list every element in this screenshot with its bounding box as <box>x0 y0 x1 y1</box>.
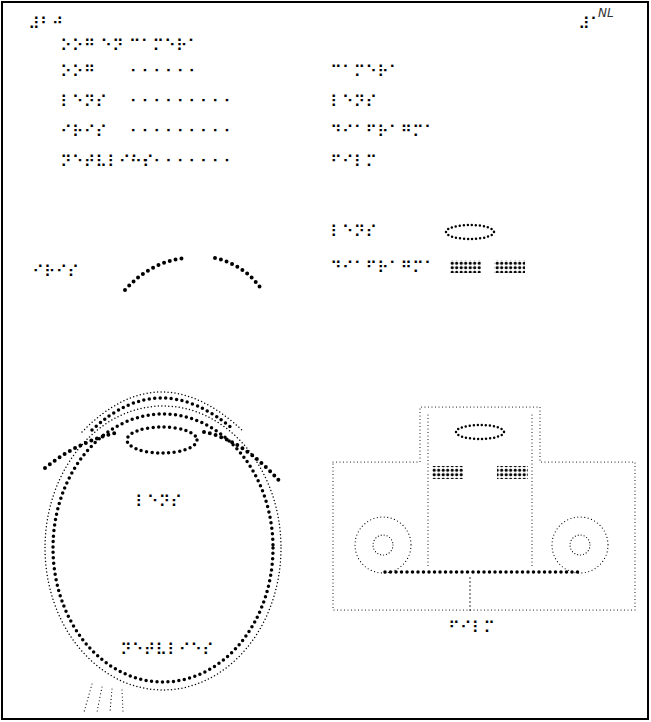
camera-diaphragm <box>432 466 463 479</box>
key-heading: ⠕⠕⠛ <box>60 62 95 81</box>
label-text: ⠝⠑⠞⠧⠇⠊⠑⠎ <box>120 640 214 659</box>
label-text: ⠐⠐⠐⠐⠐⠐ <box>125 62 195 81</box>
title-text: ⠕⠕⠛ ⠑⠝ ⠉⠁⠍⠑⠗⠁ <box>60 36 199 55</box>
label-text: ⠼⠃⠚ <box>28 14 63 33</box>
label-text: ⠐⠐⠐⠐⠐⠐⠐⠐⠐ <box>125 92 230 111</box>
label-text: ⠇⠑⠝⠎ <box>330 92 377 111</box>
diaphragm-symbol <box>494 260 525 273</box>
label-text: ⠙⠊⠁⠋⠗⠁⠛⠍⠁ <box>330 122 435 141</box>
label-text: ⠙⠊⠁⠋⠗⠁⠛⠍⠁ <box>330 258 435 277</box>
label-text: ⠇⠑⠝⠎ <box>330 222 377 241</box>
leader-line <box>469 578 471 612</box>
lens-tube <box>428 415 532 568</box>
key-term: ⠋⠊⠇⠍ <box>330 152 377 171</box>
camera-body <box>333 407 635 610</box>
label-text: ⠇⠑⠝⠎ <box>60 92 107 111</box>
sclera-outline <box>45 406 281 690</box>
part-label: ⠇⠑⠝⠎ <box>135 492 182 511</box>
camera-film <box>385 570 578 574</box>
key-term: ⠇⠑⠝⠎ <box>330 92 377 111</box>
label-text: ⠐⠐⠐⠐⠐⠐⠐⠐⠐ <box>125 152 230 171</box>
key-heading: ⠉⠁⠍⠑⠗⠁ <box>330 62 400 81</box>
retina-outline <box>53 414 273 682</box>
film-spool <box>355 517 411 573</box>
camera-illustration <box>333 407 635 612</box>
label-text: ⠕⠕⠛ <box>60 62 95 81</box>
symbol-label: ⠊⠗⠊⠎ <box>32 262 79 281</box>
title: ⠕⠕⠛ ⠑⠝ ⠉⠁⠍⠑⠗⠁ <box>60 36 199 55</box>
camera-lens <box>456 425 504 439</box>
part-label: ⠋⠊⠇⠍ <box>448 618 495 637</box>
label-text: ⠐⠐⠐⠐⠐⠐⠐⠐⠐ <box>125 122 230 141</box>
symbol-label: ⠇⠑⠝⠎ <box>330 222 377 241</box>
leader-dots: ⠐⠐⠐⠐⠐⠐⠐⠐⠐ <box>125 92 230 111</box>
diaphragm-symbol <box>450 260 481 273</box>
eye-lens <box>127 427 197 453</box>
leader-dots: ⠐⠐⠐⠐⠐⠐⠐⠐⠐ <box>125 152 230 171</box>
film-spool <box>570 535 590 555</box>
label-text: ⠊⠗⠊⠎ <box>32 262 79 281</box>
film-spool <box>373 535 393 555</box>
part-label: ⠝⠑⠞⠧⠇⠊⠑⠎ <box>120 640 214 659</box>
lens-symbol <box>446 225 494 239</box>
camera-diaphragm <box>497 466 528 479</box>
key-term: ⠊⠗⠊⠎ <box>60 122 107 141</box>
page-code: ⠼⠃⠚ <box>28 14 63 33</box>
key-term: ⠙⠊⠁⠋⠗⠁⠛⠍⠁ <box>330 122 435 141</box>
label-text: ⠋⠊⠇⠍ <box>448 618 495 637</box>
iris-arc-symbol <box>215 258 262 290</box>
page-number: ⠼⠁ <box>578 14 601 33</box>
cornea-outline <box>92 398 234 430</box>
label-text: ⠉⠁⠍⠑⠗⠁ <box>330 62 400 81</box>
leader-dots: ⠐⠐⠐⠐⠐⠐⠐⠐⠐ <box>125 122 230 141</box>
eye-illustration <box>45 392 282 712</box>
iris-arc-symbol <box>125 258 185 290</box>
label-text: ⠋⠊⠇⠍ <box>330 152 377 171</box>
label-text: ⠇⠑⠝⠎ <box>135 492 182 511</box>
label-text: ⠼⠁ <box>578 14 601 33</box>
key-term: ⠇⠑⠝⠎ <box>60 92 107 111</box>
label-text: ⠊⠗⠊⠎ <box>60 122 107 141</box>
symbol-label: ⠙⠊⠁⠋⠗⠁⠛⠍⠁ <box>330 258 435 277</box>
film-spool <box>552 517 608 573</box>
leader-dots: ⠐⠐⠐⠐⠐⠐ <box>125 62 195 81</box>
iris-arc <box>204 432 282 484</box>
iris-arc <box>45 432 120 468</box>
optic-nerve <box>84 684 123 712</box>
